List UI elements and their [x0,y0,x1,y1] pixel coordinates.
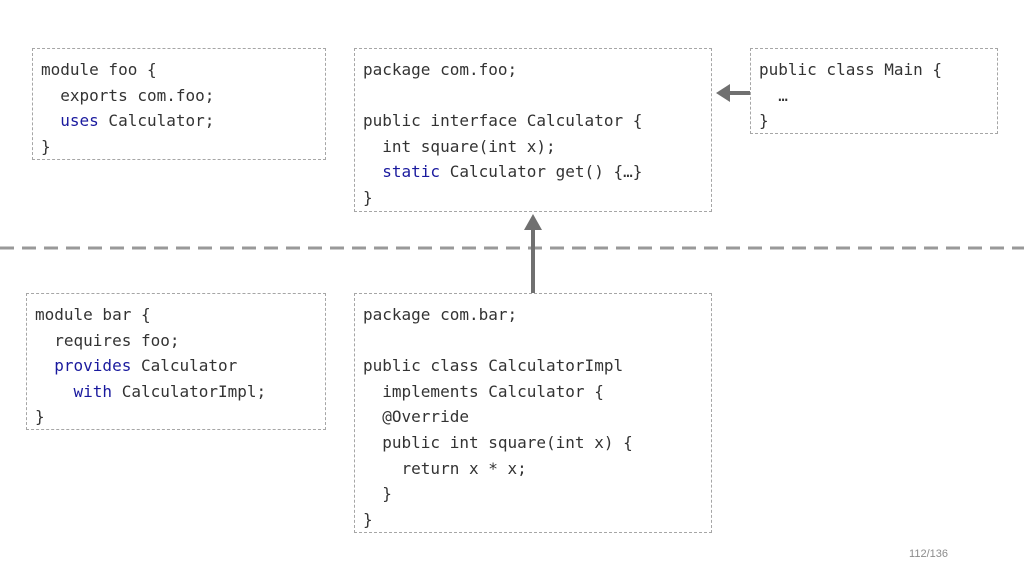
code-line: public interface Calculator { [363,108,703,134]
code-line: @Override [363,404,703,430]
code-line: implements Calculator { [363,379,703,405]
code-token [41,111,60,130]
code-line: } [363,481,703,507]
code-token: } [35,407,45,427]
code-line: requires foo; [35,328,317,354]
main-class-box: public class Main { …} [750,48,998,134]
code-token: public class CalculatorImpl [363,356,624,376]
code-line: with CalculatorImpl; [35,379,317,405]
code-line: public class Main { [759,57,989,83]
code-token [363,162,382,181]
code-line: } [759,108,989,134]
code-token: package com.foo; [363,60,518,79]
code-line: static Calculator get() {…} [363,159,703,185]
code-token: int square(int x); [363,136,556,156]
code-line: int square(int x); [363,134,703,160]
code-token: Calculator [131,356,238,376]
code-token: } [41,136,51,156]
module-foo-code: module foo { exports com.foo; uses Calcu… [41,57,317,159]
code-line: } [363,185,703,211]
code-line [363,83,703,109]
code-token: CalculatorImpl; [112,381,267,401]
code-token: Calculator get() {…} [440,162,643,182]
code-token: implements Calculator { [363,381,604,401]
module-boundary-divider [0,246,1024,250]
code-token: @Override [363,407,469,427]
code-token: } [363,484,392,504]
main-class-code: public class Main { …} [759,57,989,134]
code-line: } [363,507,703,533]
code-keyword: with [73,381,113,401]
module-foo-box: module foo { exports com.foo; uses Calcu… [32,48,326,160]
code-token: return x * x; [363,458,527,478]
code-token: } [759,111,769,131]
code-line: public int square(int x) { [363,430,703,456]
code-token: exports com.foo; [41,85,215,105]
code-line: … [759,83,989,109]
code-token: … [759,85,788,105]
code-token: module foo { [41,60,157,79]
code-token: } [363,187,373,207]
code-line [363,328,703,354]
code-keyword: uses [60,111,99,131]
main-uses-calculator-arrow [716,84,750,102]
code-line: module bar { [35,302,317,328]
code-keyword: provides [54,356,132,376]
code-line: return x * x; [363,456,703,482]
code-line: module foo { [41,57,317,83]
code-keyword: static [382,162,441,182]
code-token: module bar { [35,305,151,324]
code-line: package com.bar; [363,302,703,328]
package-bar-box: package com.bar; public class CalculatorI… [354,293,712,533]
code-token: requires foo; [35,330,180,350]
code-token: Calculator; [98,111,215,131]
page-number: 112/136 [909,548,948,560]
code-token [35,356,54,375]
code-token: public interface Calculator { [363,111,643,131]
code-line: exports com.foo; [41,83,317,109]
code-line: provides Calculator [35,353,317,379]
module-bar-code: module bar { requires foo; provides Calc… [35,302,317,430]
code-token: } [363,509,373,529]
code-line: public class CalculatorImpl [363,353,703,379]
package-foo-code: package com.foo; public interface Calcula… [363,57,703,211]
code-token: public class Main { [759,60,943,79]
package-bar-code: package com.bar; public class CalculatorI… [363,302,703,532]
code-token: public int square(int x) { [363,432,633,452]
code-line: uses Calculator; [41,108,317,134]
code-line: } [35,404,317,430]
code-token [35,382,74,401]
module-bar-box: module bar { requires foo; provides Calc… [26,293,326,430]
impl-implements-calculator-arrow [524,214,542,293]
package-foo-box: package com.foo; public interface Calcula… [354,48,712,212]
code-token: package com.bar; [363,305,518,324]
code-line: package com.foo; [363,57,703,83]
code-line: } [41,134,317,160]
